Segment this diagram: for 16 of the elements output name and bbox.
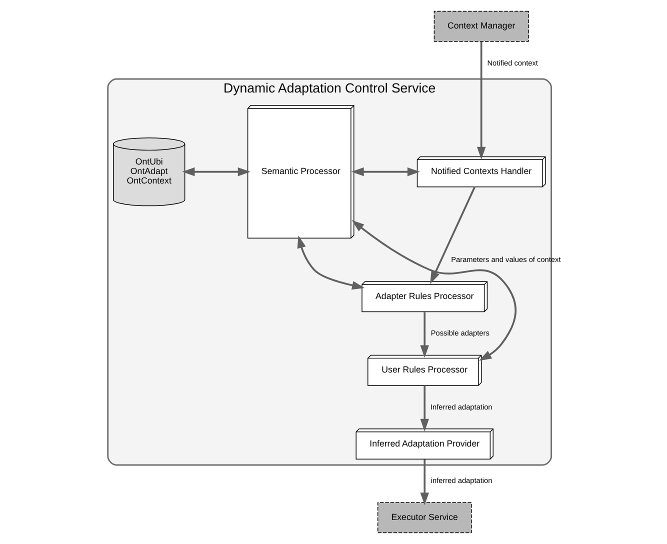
arrow [351,220,516,361]
arrow [420,312,428,358]
arrow [182,167,250,176]
arrow [476,42,486,160]
edge-label: Inferred adaptation [430,402,492,412]
edge-label: Parameters and values of context [450,255,560,264]
node-box: Context Manager [433,10,528,42]
arrow [420,459,428,506]
arrow [430,186,476,284]
edge-label: inferred adaptation [430,476,492,486]
node-box: Executor Service [376,502,472,534]
arrow [420,386,428,432]
arrow [350,167,420,176]
edge-label: Possible adapters [430,328,489,338]
arrow [296,236,364,290]
edge-label: Notified context [486,58,538,68]
